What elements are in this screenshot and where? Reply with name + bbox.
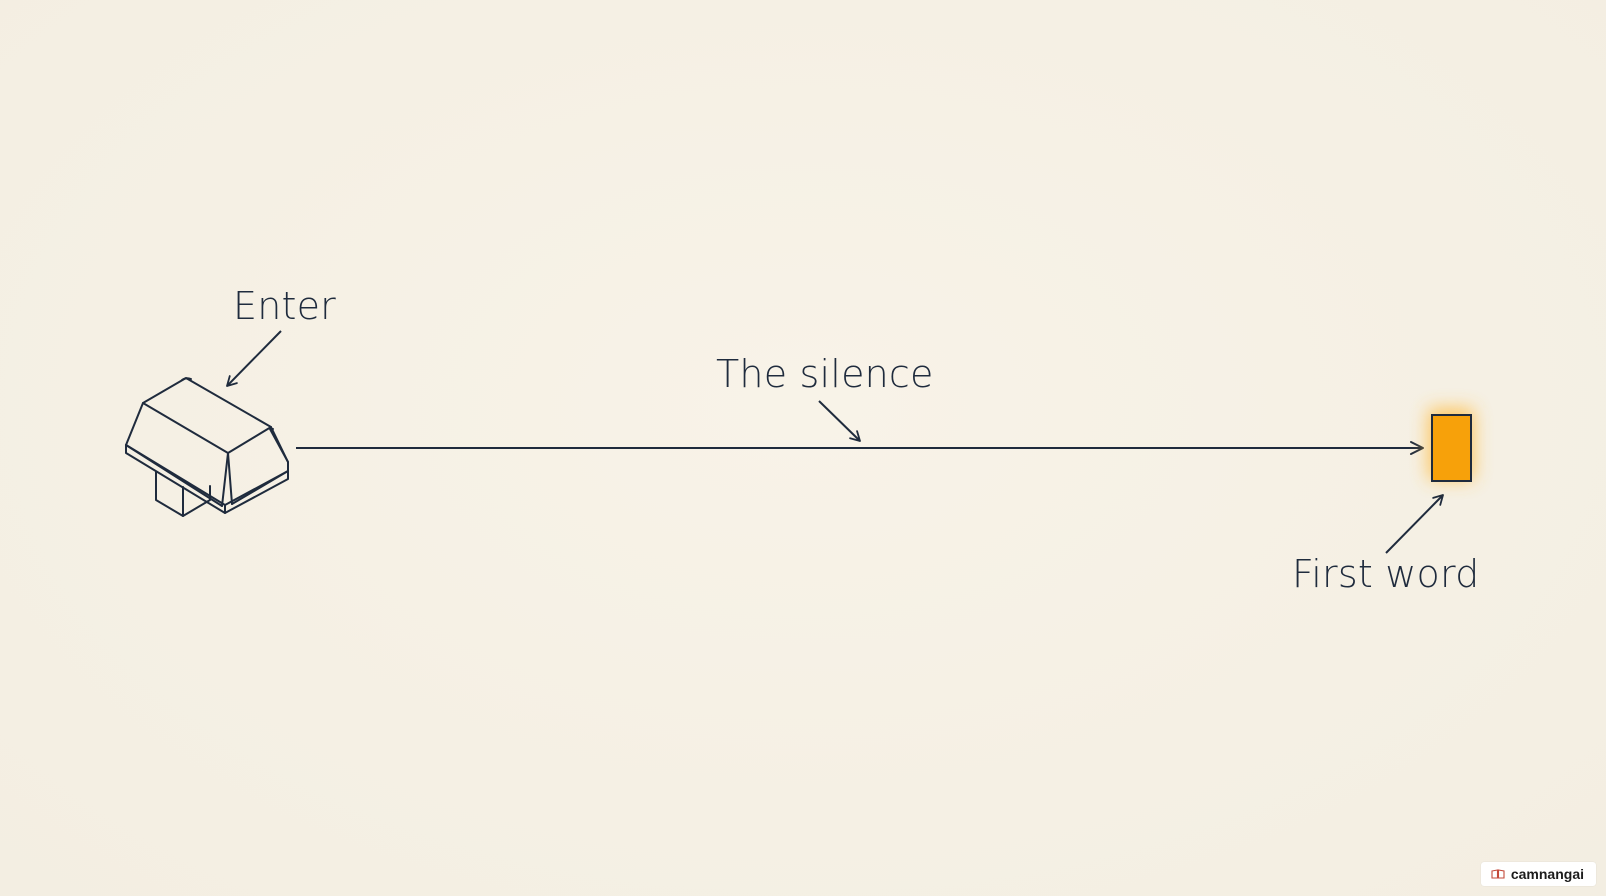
watermark-text: camnangai — [1510, 866, 1584, 882]
first-word-pointer-arrow — [1385, 494, 1444, 554]
watermark-badge: camnangai — [1480, 862, 1596, 886]
enter-label: Enter — [233, 284, 336, 328]
cursor-block-icon — [1428, 408, 1474, 482]
silence-label: The silence — [716, 352, 934, 396]
enter-pointer-arrow — [226, 330, 282, 387]
silence-pointer-arrow — [818, 400, 861, 442]
enter-key-icon — [125, 377, 289, 517]
book-icon — [1491, 869, 1505, 879]
first-word-label: First word — [1292, 552, 1480, 596]
